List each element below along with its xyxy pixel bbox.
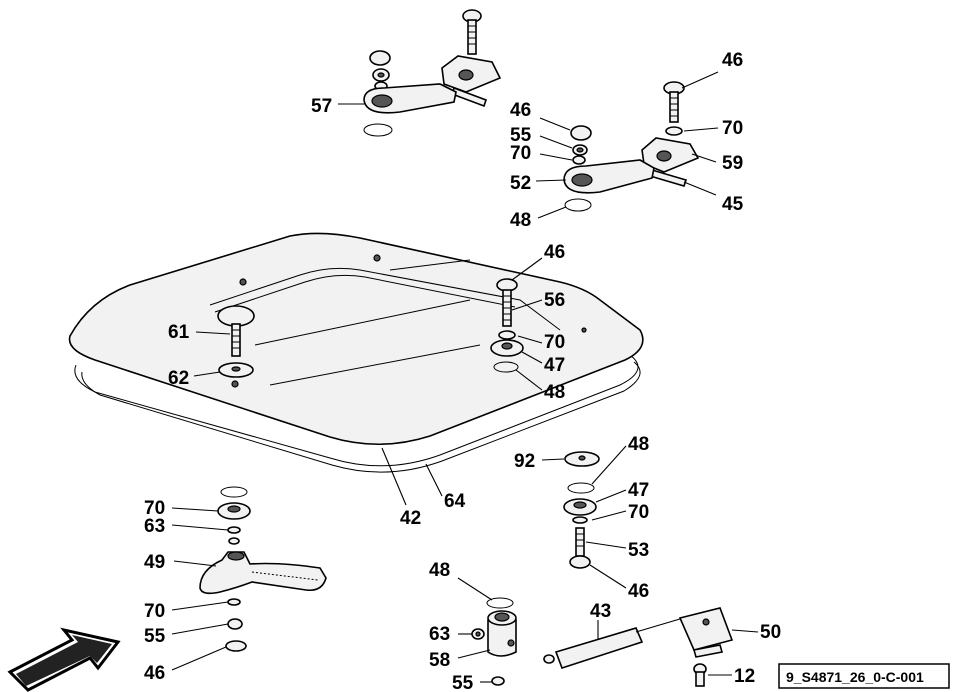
label-55-nut-clamp: 55	[452, 673, 474, 692]
label-12: 12	[734, 666, 755, 687]
label-50: 50	[760, 622, 781, 643]
label-92: 92	[514, 451, 535, 472]
reference-code-box: 9_S4871_26_0-C-001	[778, 663, 950, 689]
label-70-washer-right: 70	[510, 143, 531, 164]
label-55-nut-bottom: 55	[144, 626, 166, 647]
label-42: 42	[400, 508, 421, 529]
mount-stack-right-bottom	[563, 451, 600, 569]
label-70-washer-hinge: 70	[722, 118, 743, 139]
label-70-washer-bracket: 70	[144, 498, 165, 519]
label-63-clamp: 63	[429, 624, 450, 645]
label-46-cap-lower: 46	[628, 581, 649, 602]
label-70-washer-glass: 70	[544, 332, 565, 353]
label-48-ring-clamp: 48	[429, 560, 450, 581]
label-48-ring-glass: 48	[544, 382, 565, 403]
label-46-cap-glass: 46	[544, 242, 565, 263]
hinge-assembly-upper-right	[563, 81, 700, 212]
label-53: 53	[628, 540, 649, 561]
knob-assembly-left	[217, 305, 255, 378]
label-59: 59	[722, 153, 743, 174]
label-64: 64	[444, 491, 466, 512]
callout-labels: 57 46 46 55 70 70 59 52 45 48 46 56 61 7…	[144, 50, 781, 692]
label-70-washer-lower: 70	[628, 502, 649, 523]
label-62: 62	[168, 368, 189, 389]
hinge-assembly-upper-left	[363, 9, 502, 137]
gas-strut-assembly	[543, 607, 734, 687]
label-46-hinge-right: 46	[722, 50, 743, 71]
label-55-nut-right: 55	[510, 125, 532, 146]
label-45: 45	[722, 194, 744, 215]
label-52: 52	[510, 173, 531, 194]
label-61: 61	[168, 322, 190, 343]
bracket-assembly-left	[199, 486, 327, 652]
label-57: 57	[311, 96, 332, 117]
leader-lines	[171, 71, 759, 683]
label-46-cap-right: 46	[510, 100, 531, 121]
label-43: 43	[590, 601, 611, 622]
label-47-grommet-glass: 47	[544, 355, 565, 376]
arrow-icon	[7, 627, 121, 692]
label-70-washer-bottom: 70	[144, 601, 165, 622]
reference-code: 9_S4871_26_0-C-001	[786, 669, 924, 685]
label-48-ring-right: 48	[510, 210, 531, 231]
clamp-assembly	[471, 597, 517, 686]
label-49: 49	[144, 552, 165, 573]
label-47-grommet-lower: 47	[628, 480, 649, 501]
label-63-bracket: 63	[144, 516, 165, 537]
label-48-ring-lower: 48	[628, 434, 649, 455]
label-58: 58	[429, 650, 450, 671]
label-46-cap-bottom: 46	[144, 663, 165, 684]
label-56: 56	[544, 290, 565, 311]
mount-stack-right-top	[490, 278, 524, 373]
